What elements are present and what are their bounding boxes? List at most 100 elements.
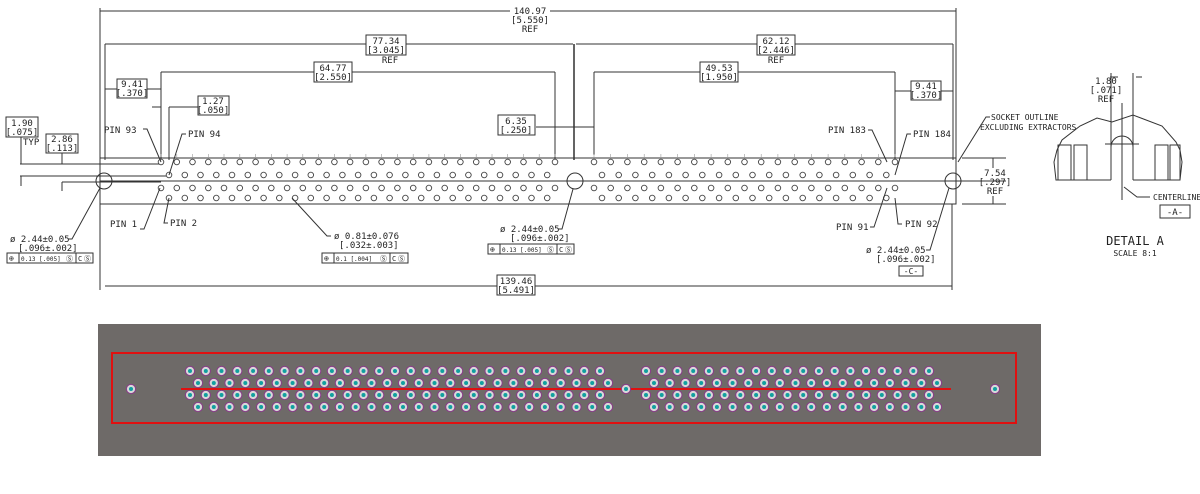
render-pin-core	[832, 393, 837, 397]
render-pin	[374, 389, 385, 401]
pin-hole	[535, 184, 543, 192]
render-pin	[923, 389, 935, 401]
render-pin	[397, 377, 409, 389]
pin-hole	[891, 184, 899, 192]
render-pin	[782, 365, 793, 377]
pin-hole-fcf: ⊕ 0.1 [.004] Ⓢ C Ⓢ	[321, 252, 409, 264]
pin-hole	[665, 194, 673, 202]
render-pin	[405, 365, 416, 377]
render-pin-core	[306, 381, 311, 385]
render-pin-core	[306, 405, 311, 409]
centerline-leader	[1123, 186, 1150, 198]
render-pin	[813, 389, 825, 401]
render-pin	[790, 377, 801, 389]
render-pin	[837, 377, 848, 389]
pin-hole	[741, 184, 748, 192]
render-mount-hole	[620, 383, 632, 395]
render-pin	[366, 401, 377, 413]
render-pin-core	[353, 405, 358, 409]
right-half-dim-mm: 62.12	[762, 37, 789, 47]
render-pin-core	[235, 393, 240, 397]
render-pin	[240, 401, 251, 413]
render-pin	[413, 377, 424, 389]
render-pin	[751, 389, 762, 401]
pin-hole	[205, 184, 212, 192]
render-pin-core	[369, 381, 374, 385]
render-pin-core	[809, 381, 814, 385]
pin-hole	[691, 184, 698, 192]
pin-hole	[816, 171, 823, 179]
render-pin-core	[550, 393, 555, 397]
render-pin	[829, 365, 840, 377]
right-pin-span-in: [1.950]	[700, 73, 738, 83]
render-pin-core	[448, 381, 453, 385]
pin-hole	[331, 158, 338, 166]
render-pin-core	[558, 405, 563, 409]
render-pin	[445, 377, 456, 389]
pin-hole	[370, 194, 378, 202]
render-pin-core	[290, 405, 295, 409]
pin91-leader	[870, 187, 888, 228]
datum-a-box	[1159, 204, 1191, 219]
pin-hole	[724, 158, 732, 166]
pin-hole	[707, 184, 715, 192]
pin-hole	[682, 171, 689, 179]
render-pin	[539, 377, 551, 389]
pin-hole	[205, 158, 212, 166]
pin-hole	[849, 194, 857, 202]
datum-a-label: -A-	[1167, 208, 1183, 218]
pin-hole	[173, 158, 181, 166]
render-pin-core	[652, 405, 656, 409]
bottom-span-in: [5.491]	[497, 286, 535, 296]
pin-hole	[323, 194, 330, 202]
detail-dim-in: [.071]	[1090, 86, 1123, 96]
render-pin	[900, 401, 911, 413]
pin1-leader	[140, 187, 161, 230]
pin91-label: PIN 91	[836, 223, 869, 233]
render-pin-core	[243, 405, 248, 409]
render-pin-core	[266, 393, 271, 397]
pin-hole	[551, 158, 559, 166]
render-pin	[735, 365, 746, 377]
render-pin-core	[785, 369, 790, 373]
mmc-symbol-icon: Ⓢ	[66, 255, 73, 263]
render-pin	[571, 401, 582, 413]
render-pin	[594, 389, 606, 401]
render-pin	[751, 365, 762, 377]
render-pin	[719, 365, 730, 377]
pin-hole	[465, 171, 472, 179]
render-pin-core	[259, 405, 264, 409]
pin-hole	[291, 171, 299, 179]
render-pin-core	[935, 381, 939, 385]
pin-hole	[640, 184, 648, 192]
mounting-hole-right	[944, 172, 962, 190]
pin-hole	[339, 171, 346, 179]
pin-hole	[425, 184, 433, 192]
render-pin	[696, 401, 707, 413]
pin-hole	[268, 184, 275, 192]
render-pin	[208, 377, 219, 389]
render-pin	[555, 401, 566, 413]
pin-hole	[590, 158, 598, 166]
render-pin	[224, 377, 235, 389]
render-pin-core	[408, 369, 413, 373]
render-pin-core	[809, 405, 814, 409]
render-pin-core	[879, 369, 884, 373]
render-pin-core	[793, 381, 798, 385]
render-pin	[806, 377, 817, 389]
render-pin	[876, 389, 887, 401]
render-pin	[437, 365, 448, 377]
render-pin	[208, 401, 219, 413]
render-pin-core	[456, 393, 461, 397]
render-pin-core	[856, 381, 861, 385]
left-half-dim-mm: 77.34	[372, 37, 399, 47]
pitch-mm: 1.27	[202, 97, 224, 107]
pin-hole	[346, 158, 354, 166]
pin-hole	[774, 158, 782, 166]
render-pin-array	[125, 365, 1001, 413]
render-pin	[876, 365, 887, 377]
pin-hole	[607, 158, 614, 166]
position-symbol-icon: ⊕	[490, 245, 495, 254]
pin-hole	[598, 194, 606, 202]
pin-hole	[496, 171, 504, 179]
